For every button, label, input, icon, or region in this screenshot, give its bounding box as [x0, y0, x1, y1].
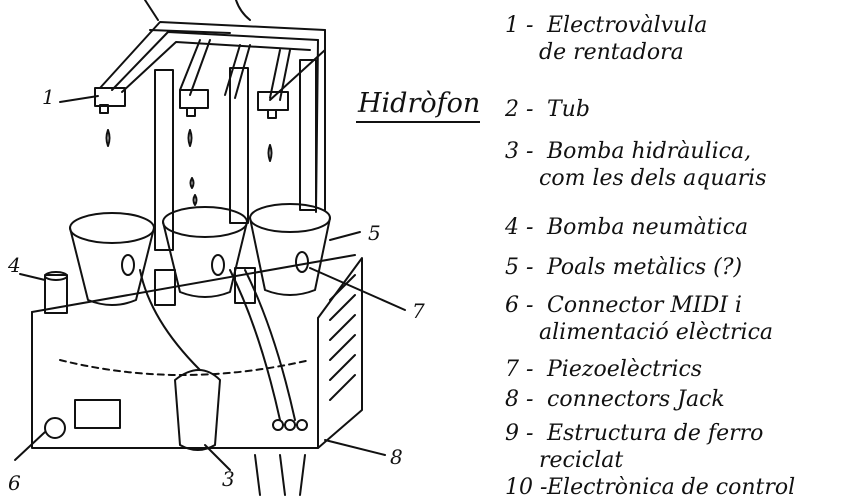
legend-item-1: 1 - Electrovàlvula de rentadora [505, 12, 707, 66]
legend: 1 - Electrovàlvula de rentadora 2 - Tub 3 … [505, 0, 860, 500]
callout-4: 4 [7, 253, 21, 277]
water-drops [105, 129, 273, 206]
legend-text: Bomba neumàtica [547, 215, 749, 240]
legend-text-continued: alimentació elèctrica [539, 320, 774, 345]
legend-item-7: 7 - Piezoelèctrics [505, 356, 702, 383]
legend-number: 6 - [505, 293, 534, 318]
legend-number: 8 - [505, 387, 534, 412]
leader-lines [14, 95, 406, 471]
legend-item-3: 3 - Bomba hidràulica, com les dels aquari… [505, 138, 767, 192]
callout-1: 1 [42, 85, 55, 109]
callout-6: 6 [8, 471, 21, 495]
legend-number: 9 - [505, 421, 534, 446]
callout-3: 3 [222, 467, 235, 491]
legend-text: Bomba hidràulica, [547, 139, 752, 164]
legend-text: Estructura de ferro [547, 421, 764, 446]
legend-text: Piezoelèctrics [547, 357, 703, 382]
legend-item-10: 10 -Electrònica de control [505, 474, 795, 501]
legend-text: connectors Jack [547, 387, 725, 412]
callout-8: 8 [390, 445, 403, 469]
legend-text: Electrònica de control [547, 475, 796, 500]
metal-buckets [69, 203, 331, 306]
legend-number: 2 - [505, 97, 534, 122]
legend-number: 10 - [505, 475, 548, 500]
main-box [31, 254, 363, 449]
connectors [44, 399, 308, 496]
legend-text-continued: reciclat [539, 448, 624, 473]
hydraulic-pump [174, 369, 221, 451]
legend-text: Poals metàlics (?) [547, 255, 743, 280]
callout-7: 7 [412, 299, 425, 323]
legend-text: Electrovàlvula [547, 13, 708, 38]
legend-item-8: 8 - connectors Jack [505, 386, 725, 413]
page-title: Hidròfon [358, 88, 481, 119]
hoses [139, 269, 296, 421]
legend-item-2: 2 - Tub [505, 96, 590, 123]
legend-text: Tub [547, 97, 590, 122]
legend-number: 5 - [505, 255, 534, 280]
legend-number: 3 - [505, 139, 534, 164]
legend-text-continued: com les dels aquaris [539, 166, 767, 191]
legend-number: 1 - [505, 13, 534, 38]
legend-item-6: 6 - Connector MIDI i alimentació elèctric… [505, 292, 773, 346]
legend-text: Connector MIDI i [547, 293, 742, 318]
title-underline [356, 121, 480, 123]
legend-number: 4 - [505, 215, 534, 240]
legend-item-9: 9 - Estructura de ferro reciclat [505, 420, 763, 474]
legend-item-4: 4 - Bomba neumàtica [505, 214, 748, 241]
legend-text-continued: de rentadora [539, 40, 684, 65]
tube-frame [99, 21, 326, 213]
frame-pillars [154, 59, 317, 251]
legend-item-5: 5 - Poals metàlics (?) [505, 254, 742, 281]
legend-number: 7 - [505, 357, 534, 382]
callout-5: 5 [368, 221, 381, 245]
